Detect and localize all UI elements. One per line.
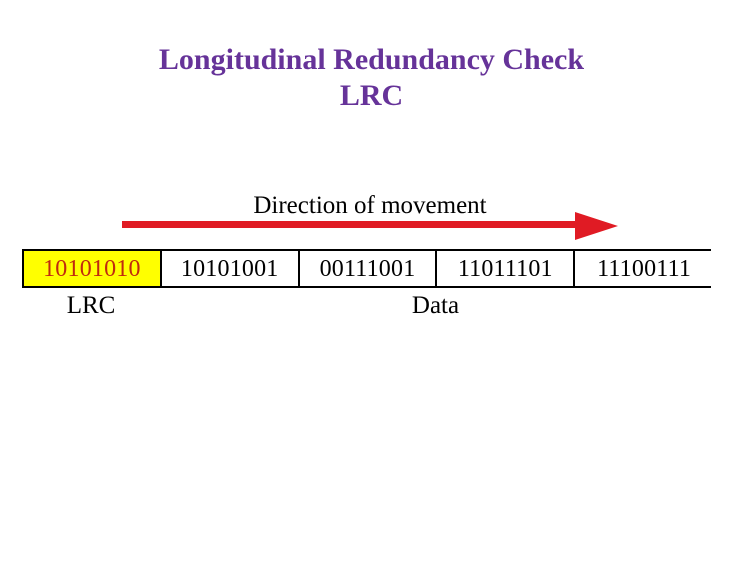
- frame-cell-lrc: 10101010: [24, 251, 162, 286]
- direction-arrow: [120, 212, 620, 240]
- arrow-shaft: [122, 221, 580, 228]
- caption-data: Data: [411, 292, 460, 319]
- frame-cell-data-3: 11011101: [437, 251, 576, 286]
- arrow-head-icon: [575, 212, 618, 240]
- frame-cell-data-4: 11100111: [575, 251, 713, 286]
- frame-cell-data-2: 00111001: [299, 251, 438, 286]
- title-line-1: Longitudinal Redundancy Check: [158, 43, 585, 76]
- caption-lrc: LRC: [66, 292, 116, 319]
- frame-row: 10101010 10101001 00111001 11011101 1110…: [22, 249, 713, 288]
- direction-of-movement-label: Direction of movement: [253, 192, 487, 219]
- page-title: Longitudinal Redundancy Check LRC: [0, 42, 743, 114]
- frame-cell-data-1: 10101001: [161, 251, 300, 286]
- title-line-2: LRC: [339, 79, 404, 112]
